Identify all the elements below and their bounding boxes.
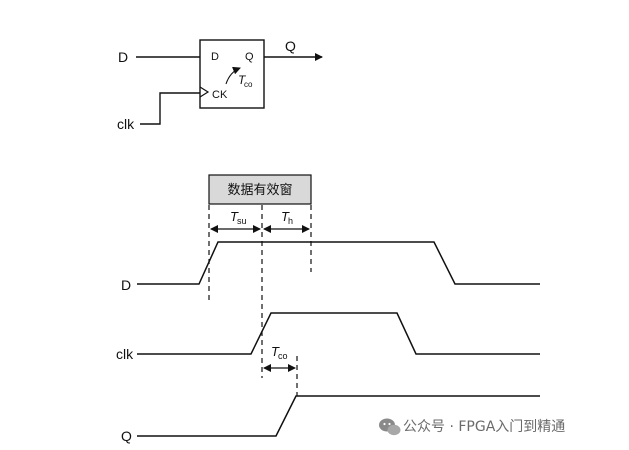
data-valid-window: 数据有效窗: [208, 174, 312, 205]
ff-output-q-label: Q: [285, 38, 296, 54]
wechat-icon: [379, 418, 401, 436]
setup-hold-annotations: T su T h: [210, 209, 310, 233]
tco-annotation: T co: [263, 344, 296, 372]
signal-q-label: Q: [121, 428, 132, 444]
tsu-sub: su: [237, 216, 247, 226]
tco-main: T: [271, 344, 280, 359]
ff-pin-ck: CK: [212, 89, 228, 101]
ff-input-d-label: D: [118, 49, 128, 65]
data-valid-window-box: [208, 174, 312, 205]
signal-d-label: D: [121, 277, 131, 293]
ff-tco-main: T: [238, 73, 247, 87]
clk-waveform: [137, 312, 540, 355]
ff-input-clk-label: clk: [117, 116, 135, 132]
tco-sub: co: [278, 351, 288, 361]
watermark: 公众号 · FPGA入门到精通: [379, 418, 565, 436]
tco-curved-arrow-icon: [225, 66, 241, 85]
data-valid-window-label: 数据有效窗: [227, 182, 292, 197]
q-waveform: [137, 395, 540, 437]
th-main: T: [281, 209, 290, 224]
flipflop-schematic: D D Q CK T co Q clk: [117, 38, 323, 132]
ff-tco-sub: co: [244, 80, 253, 89]
ff-clk-wire: [140, 92, 200, 125]
th-sub: h: [288, 216, 293, 226]
clock-triangle-icon: [199, 86, 210, 98]
ff-pin-d: D: [211, 51, 219, 63]
watermark-text: 公众号 · FPGA入门到精通: [403, 419, 565, 435]
tsu-main: T: [230, 209, 239, 224]
reference-lines: [208, 205, 312, 396]
ff-pin-q: Q: [245, 51, 254, 63]
signal-clk-label: clk: [116, 346, 134, 362]
waveforms: D clk Q: [116, 241, 540, 444]
d-waveform: [137, 241, 540, 285]
